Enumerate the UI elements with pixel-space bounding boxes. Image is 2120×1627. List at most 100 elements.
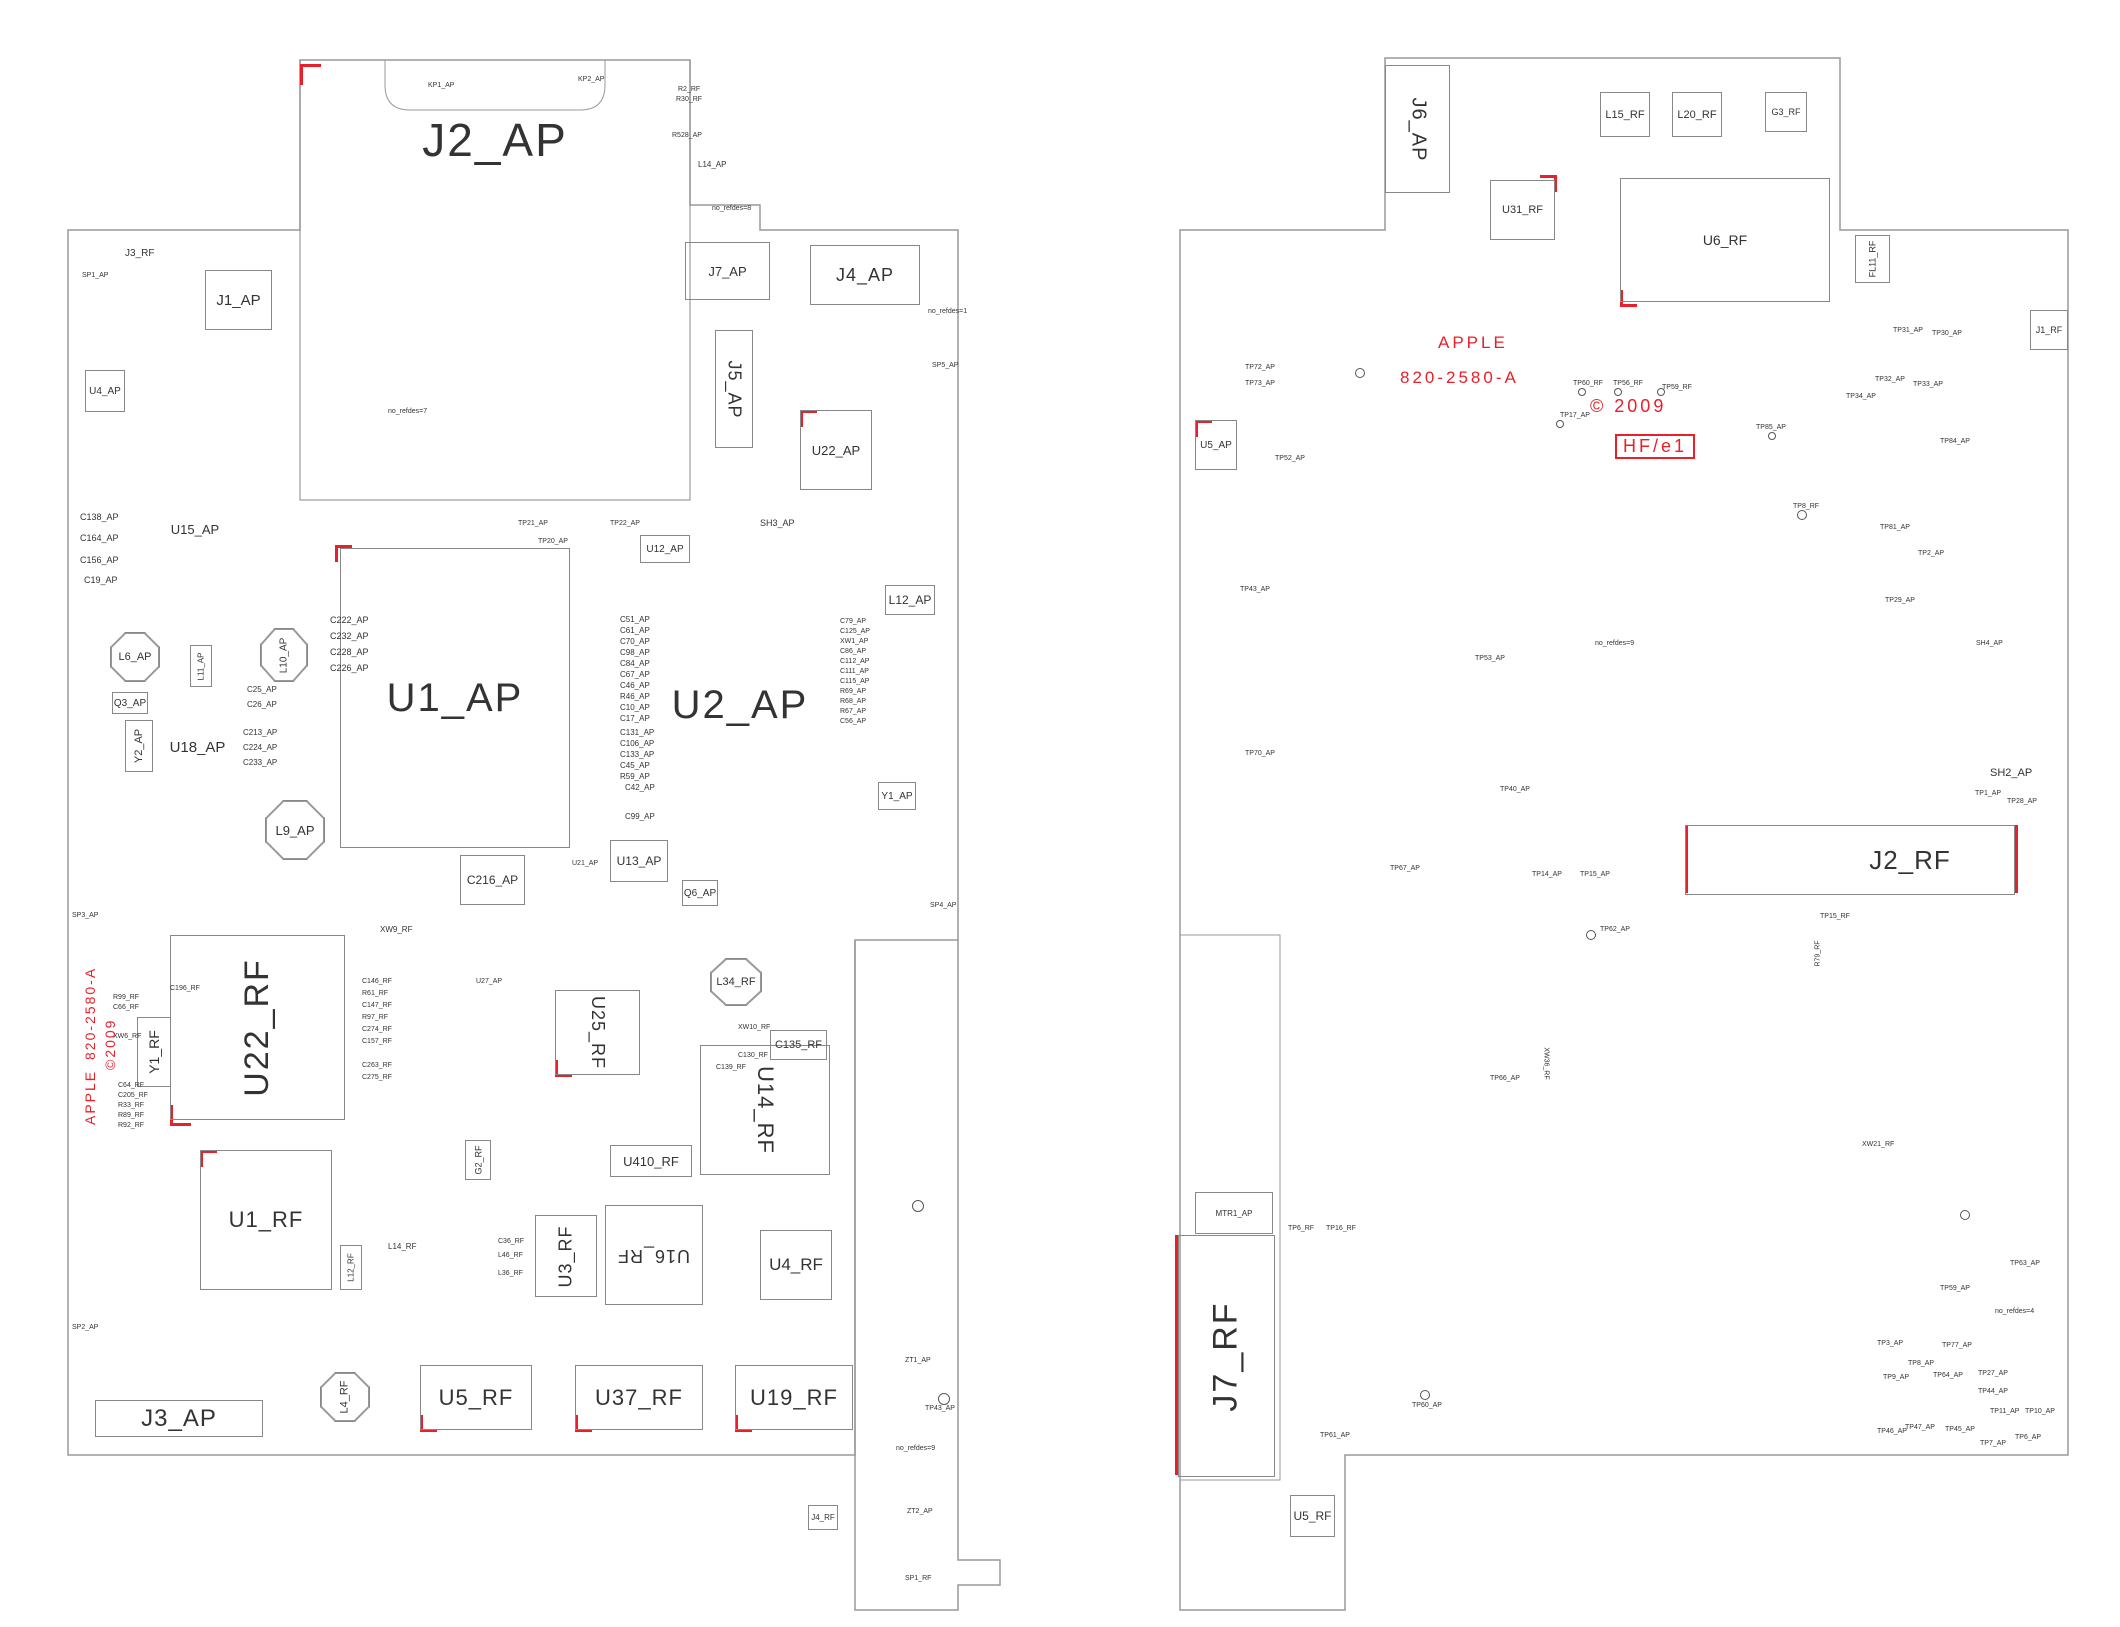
- tp-label: TP43_AP: [1240, 586, 1270, 593]
- inductor-l14-rf: L14_RF: [388, 1242, 417, 1251]
- label-c61-ap: C61_AP: [620, 626, 650, 635]
- tp-label: TP11_AP: [1990, 1408, 2020, 1415]
- test-point: [1960, 1210, 1970, 1220]
- left-marking-part-number: 820-2580-A: [82, 966, 98, 1060]
- label-tp43-ap: TP43_AP: [925, 1405, 955, 1412]
- crystal-y2-ap: Y2_AP: [125, 720, 153, 772]
- tp-label: XW36_RF: [1542, 1047, 1550, 1080]
- label-c138-ap: C138_AP: [80, 512, 119, 522]
- chip-u6-rf: U6_RF: [1620, 178, 1830, 302]
- component-q6-ap: Q6_AP: [682, 880, 718, 906]
- tp-label: TP15_AP: [1580, 871, 1610, 878]
- tp-label: TP2_AP: [1918, 550, 1945, 557]
- tp-label: TP73_AP: [1245, 380, 1275, 387]
- component-u12-ap: U12_AP: [640, 535, 690, 563]
- label-c84-ap: C84_AP: [620, 659, 650, 668]
- filter-fl11-rf: FL11_RF: [1855, 235, 1890, 283]
- label-tp22-ap: TP22_AP: [610, 520, 640, 527]
- connector-j2-rf: J2_RF: [1685, 825, 2015, 895]
- capacitor-c216-ap: C216_AP: [460, 855, 525, 905]
- chip-u4-rf: U4_RF: [760, 1230, 832, 1300]
- label-c275-rf: C275_RF: [362, 1074, 392, 1081]
- label-u21-ap: U21_AP: [572, 860, 599, 867]
- label-c36-rf: C36_RF: [498, 1238, 525, 1245]
- label-xw9-rf: XW9_RF: [380, 925, 413, 934]
- tp-label: TP70_AP: [1245, 750, 1275, 757]
- component-u5-rf: U5_RF: [1290, 1495, 1335, 1537]
- marking-year: 2009: [1614, 396, 1667, 416]
- label-c112-ap: C112_AP: [840, 658, 870, 665]
- label-c232-ap: C232_AP: [330, 631, 369, 641]
- label-c86-ap: C86_AP: [840, 648, 867, 655]
- label-c164-ap: C164_AP: [80, 533, 119, 543]
- tp-label: TP66_AP: [1490, 1075, 1520, 1082]
- label-r30-rf: R30_RF: [676, 96, 703, 103]
- right-board-inner-outline: [1180, 934, 1281, 1481]
- tp-label: TP10_AP: [2025, 1408, 2055, 1415]
- test-point: [1768, 432, 1776, 440]
- tp-label: TP6_RF: [1288, 1225, 1315, 1232]
- chip-u1-rf: U1_RF: [200, 1150, 332, 1290]
- label-r69-ap: R69_AP: [840, 688, 867, 695]
- label-r99-rf: R99_RF: [113, 994, 140, 1001]
- crystal-y1-rf: Y1_RF: [137, 1017, 171, 1087]
- label-sp5-ap: SP5_AP: [932, 362, 959, 369]
- label-c111-ap: C111_AP: [840, 668, 869, 675]
- connector-j2-ap: J2_AP: [422, 114, 568, 166]
- test-point: [1614, 388, 1622, 396]
- label-c146-rf: C146_RF: [362, 978, 392, 985]
- chip-u5-rf: U5_RF: [420, 1365, 532, 1430]
- test-point: [1586, 930, 1596, 940]
- tp-label: TP15_RF: [1820, 913, 1850, 920]
- connector-j7-ap: J7_AP: [685, 242, 770, 300]
- label-sp3-ap: SP3_AP: [72, 912, 99, 919]
- tp-label: XW21_RF: [1862, 1141, 1895, 1148]
- pin1-marker: [335, 545, 352, 562]
- tp-label: TP32_AP: [1875, 376, 1905, 383]
- label-c139-rf: C139_RF: [716, 1064, 746, 1071]
- tp-label: TP60_AP: [1412, 1402, 1442, 1409]
- inductor-l34-rf: L34_RF: [710, 958, 762, 1006]
- label-r46-ap: R46_AP: [620, 692, 650, 701]
- label-c205-rf: C205_RF: [118, 1092, 148, 1099]
- connector-j6-ap: J6_AP: [1385, 65, 1450, 193]
- tp-label: TP16_RF: [1326, 1225, 1356, 1232]
- chip-u2-ap: U2_AP: [671, 682, 809, 727]
- label-r67-ap: R67_AP: [840, 708, 867, 715]
- tp-label: TP81_AP: [1880, 524, 1910, 531]
- chip-u14-rf: U14_RF: [700, 1045, 830, 1175]
- capacitor-c135-rf: C135_RF: [770, 1030, 827, 1060]
- label-sp4-ap: SP4_AP: [930, 902, 957, 909]
- component-u13-ap: U13_AP: [610, 840, 668, 882]
- connector-j3-ap: J3_AP: [95, 1400, 263, 1437]
- test-point: [1355, 368, 1365, 378]
- label-kp1-ap: KP1_AP: [428, 82, 455, 89]
- label-c274-rf: C274_RF: [362, 1026, 392, 1033]
- label-c64-rf: C64_RF: [118, 1082, 145, 1089]
- label-u27-ap: U27_AP: [476, 978, 503, 985]
- label-c228-ap: C228_AP: [330, 647, 369, 657]
- label-sh4-ap: SH4_AP: [1976, 640, 2003, 647]
- motor-mtr1-ap: MTR1_AP: [1195, 1192, 1273, 1234]
- tp-label: TP53_AP: [1475, 655, 1505, 662]
- tp-label: TP29_AP: [1885, 597, 1915, 604]
- label-c106-ap: C106_AP: [620, 739, 655, 748]
- inductor-l20-rf: L20_RF: [1672, 92, 1722, 137]
- label-c19-ap: C19_AP: [84, 575, 118, 585]
- tp-label: TP59_RF: [1662, 384, 1692, 391]
- marking-part-number: 820-2580-A: [1400, 368, 1519, 387]
- label-no-refdes: no_refdes=7: [388, 408, 428, 415]
- label-l36-rf: L36_RF: [498, 1270, 523, 1277]
- tp-label: TP14_AP: [1532, 871, 1562, 878]
- label-xw6-rf: XW6_RF: [113, 1033, 142, 1040]
- pin1-marker: [2010, 825, 2018, 893]
- label-r79-rf: R79_RF: [1814, 940, 1822, 967]
- label-l46-rf: L46_RF: [498, 1252, 523, 1259]
- tp-label: TP3_AP: [1877, 1340, 1904, 1347]
- label-c115-ap: C115_AP: [840, 678, 870, 685]
- label-c45-ap: C45_AP: [620, 761, 650, 770]
- label-c51-ap: C51_AP: [620, 615, 650, 624]
- label-c66-rf: C66_RF: [113, 1004, 140, 1011]
- top-notch: [384, 60, 606, 111]
